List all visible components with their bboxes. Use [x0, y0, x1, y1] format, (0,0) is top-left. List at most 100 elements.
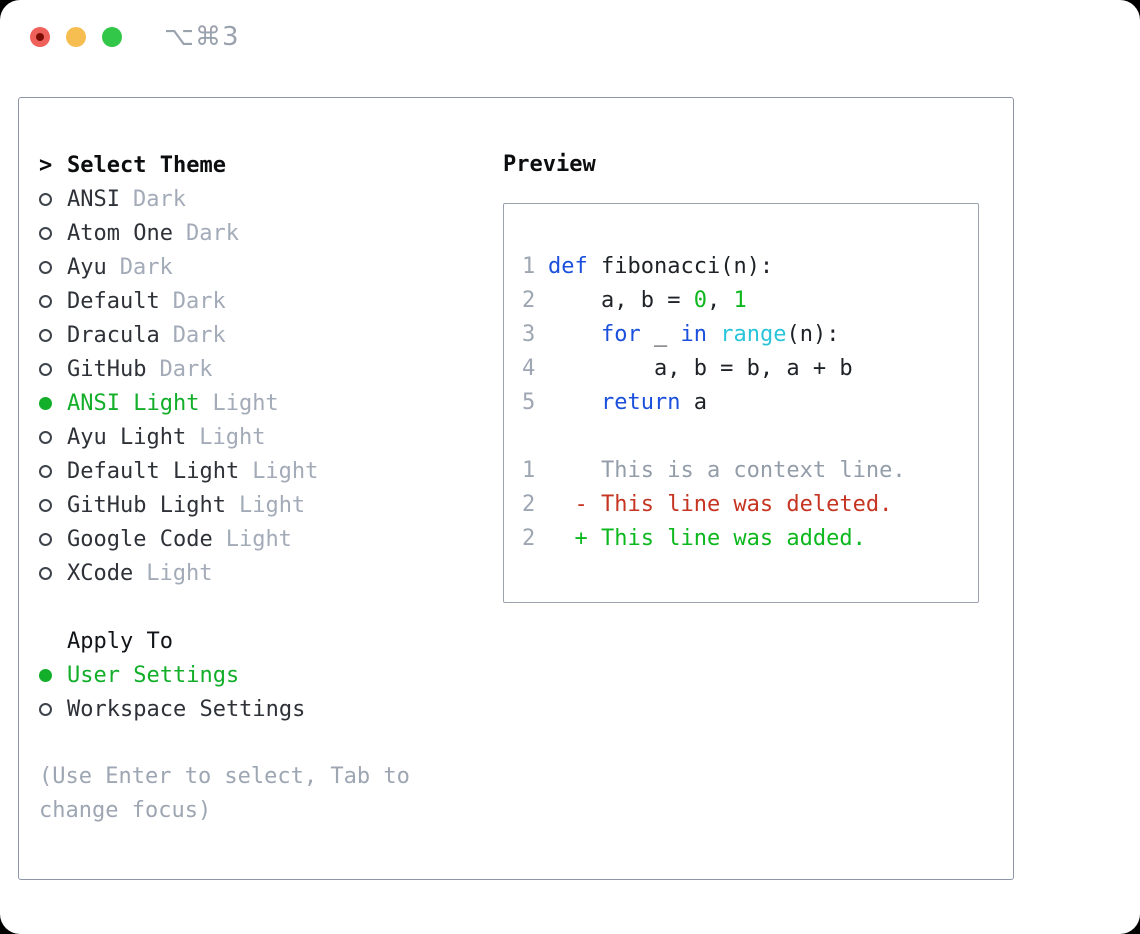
- theme-name: Atom One: [67, 220, 173, 246]
- theme-option-atom-one[interactable]: Atom One Dark: [39, 216, 469, 250]
- theme-variant-tag: Dark: [172, 322, 226, 348]
- line-number: 2: [522, 526, 536, 551]
- theme-option-google-code[interactable]: Google Code Light: [39, 522, 469, 556]
- code-segment: - This line was deleted.: [548, 492, 893, 517]
- code-segment: [548, 322, 601, 347]
- line-number: 2: [522, 492, 536, 517]
- close-indicator-icon: [36, 33, 44, 41]
- radio-icon: [39, 192, 52, 206]
- code-segment: _: [640, 322, 681, 347]
- code-segment: def: [548, 254, 588, 279]
- code-line: 3 for _ in range(n):: [522, 318, 978, 352]
- code-line: 1 def fibonacci(n):: [522, 250, 978, 284]
- theme-variant-tag: Light: [146, 560, 213, 586]
- zoom-button[interactable]: [102, 27, 122, 47]
- theme-variant-tag: Dark: [172, 288, 226, 314]
- radio-icon: [39, 464, 52, 478]
- code-segment: a, b =: [548, 288, 694, 313]
- theme-option-ansi-light[interactable]: ANSI Light Light: [39, 386, 469, 420]
- code-segment: 1: [733, 288, 747, 313]
- spacer: [39, 590, 469, 624]
- theme-option-ansi[interactable]: ANSI Dark: [39, 182, 469, 216]
- theme-option-github-light[interactable]: GitHub Light Light: [39, 488, 469, 522]
- theme-option-ayu-light[interactable]: Ayu Light Light: [39, 420, 469, 454]
- select-theme-header: > Select Theme: [39, 148, 469, 182]
- theme-name: Default Light: [67, 458, 240, 484]
- code-segment: in: [680, 322, 707, 347]
- hint-text: (Use Enter to select, Tab to change focu…: [39, 764, 410, 823]
- cursor-icon: >: [39, 152, 53, 178]
- code-line: 4 a, b = b, a + b: [522, 352, 978, 386]
- minimize-button[interactable]: [66, 27, 86, 47]
- radio-icon: [39, 702, 52, 716]
- radio-icon: [39, 294, 52, 308]
- close-button[interactable]: [30, 27, 50, 47]
- code-segment: return: [600, 390, 681, 415]
- radio-icon: [39, 532, 52, 546]
- code-segment: a, b = b, a + b: [548, 356, 853, 381]
- line-number: 4: [522, 356, 536, 381]
- theme-variant-tag: Light: [212, 390, 279, 416]
- code-segment: fibonacci(n):: [587, 254, 774, 279]
- theme-name: Dracula: [67, 322, 160, 348]
- radio-icon: [39, 226, 52, 240]
- theme-variant-tag: Dark: [119, 254, 173, 280]
- radio-icon: [39, 430, 52, 444]
- line-number: 2: [522, 288, 536, 313]
- code-segment: (n):: [786, 322, 840, 347]
- code-segment: a: [680, 390, 707, 415]
- radio-icon: [39, 328, 52, 342]
- apply-option-workspace-settings[interactable]: Workspace Settings: [39, 692, 469, 726]
- apply-option-user-settings[interactable]: User Settings: [39, 658, 469, 692]
- theme-option-xcode[interactable]: XCode Light: [39, 556, 469, 590]
- theme-variant-tag: Light: [238, 492, 306, 518]
- theme-variant-tag: Dark: [159, 356, 213, 382]
- theme-name: Google Code: [67, 526, 213, 552]
- code-line: [522, 420, 978, 454]
- theme-option-ayu[interactable]: Ayu Dark: [39, 250, 469, 284]
- code-segment: + This line was added.: [548, 526, 866, 551]
- theme-name: ANSI Light: [67, 390, 200, 416]
- preview-title: Preview: [503, 152, 596, 177]
- theme-name: ANSI: [67, 186, 120, 212]
- spacer: [39, 726, 469, 760]
- theme-variant-tag: Light: [225, 526, 292, 552]
- radio-icon: [39, 498, 52, 512]
- theme-variant-tag: Dark: [185, 220, 239, 246]
- selected-radio-icon: [39, 396, 52, 410]
- theme-option-dracula[interactable]: Dracula Dark: [39, 318, 469, 352]
- line-number: 5: [522, 390, 536, 415]
- window-shortcut-label: ⌥⌘3: [164, 22, 240, 52]
- code-segment: ,: [706, 288, 734, 313]
- line-number: 3: [522, 322, 536, 347]
- theme-name: XCode: [67, 560, 134, 586]
- line-number: 1: [522, 254, 536, 279]
- code-line: 2 + This line was added.: [522, 522, 978, 556]
- code-segment: 0: [693, 288, 707, 313]
- apply-to-header: Apply To: [39, 624, 469, 658]
- preview-box: 1 def fibonacci(n): 2 a, b = 0, 1 3 for _ i…: [503, 203, 979, 603]
- theme-name: Ayu Light: [67, 424, 187, 450]
- code-segment: [548, 390, 601, 415]
- radio-icon: [39, 362, 52, 376]
- theme-name: GitHub Light: [67, 492, 226, 518]
- theme-option-default[interactable]: Default Dark: [39, 284, 469, 318]
- theme-variant-tag: Light: [199, 424, 266, 450]
- selected-radio-icon: [39, 668, 52, 682]
- apply-option-label: User Settings: [67, 662, 240, 688]
- apply-option-label: Workspace Settings: [67, 696, 306, 722]
- apply-to-title: Apply To: [67, 628, 173, 654]
- code-segment: This is a context line.: [548, 458, 906, 483]
- theme-name: Default: [67, 288, 160, 314]
- code-preview: 1 def fibonacci(n): 2 a, b = 0, 1 3 for _ i…: [522, 250, 978, 556]
- select-theme-title: Select Theme: [67, 152, 226, 178]
- radio-icon: [39, 260, 52, 274]
- line-number: 1: [522, 458, 536, 483]
- theme-name: Ayu: [67, 254, 107, 280]
- theme-variant-tag: Dark: [132, 186, 186, 212]
